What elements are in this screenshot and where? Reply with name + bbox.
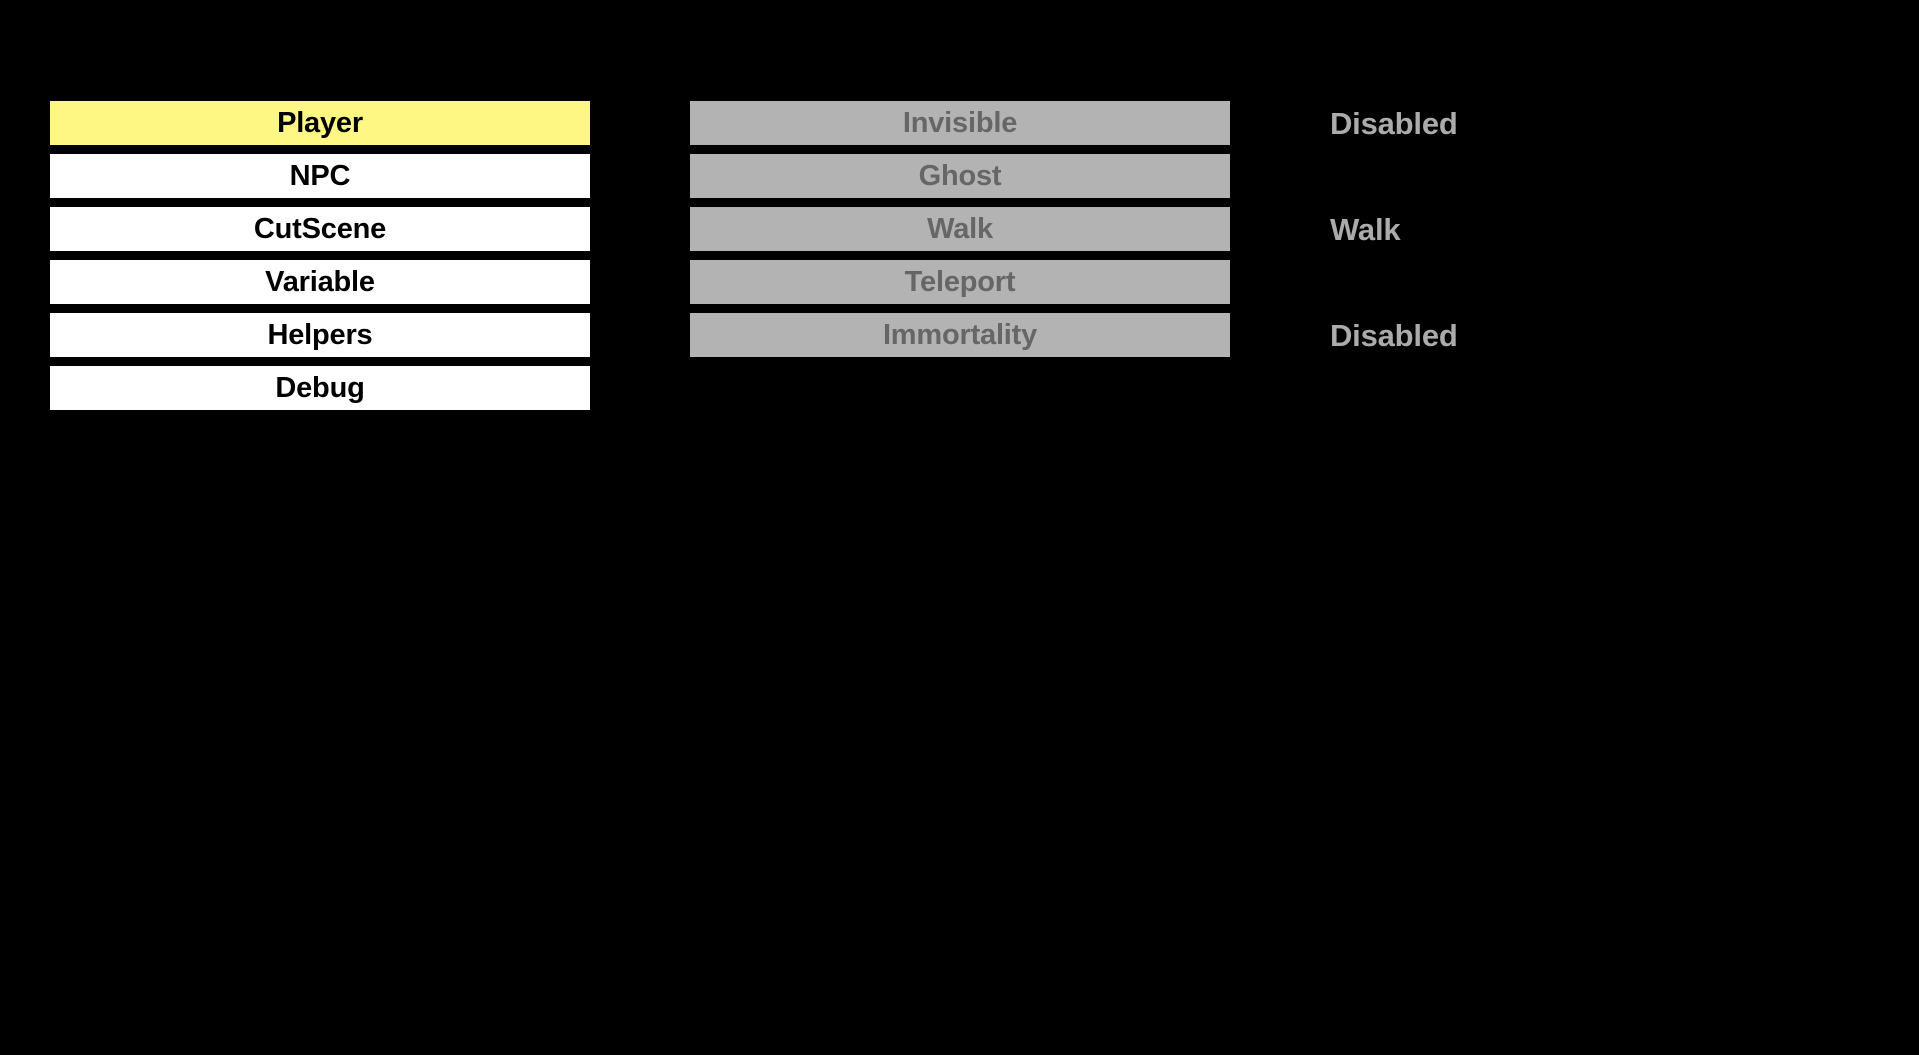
action-button-label: Teleport [904,265,1016,298]
action-button-label: Ghost [918,159,1002,192]
action-button-ghost[interactable]: Ghost [690,154,1230,198]
category-button-npc[interactable]: NPC [50,154,590,198]
action-button-teleport[interactable]: Teleport [690,260,1230,304]
action-button-label: Walk [927,212,993,245]
category-button-label: Variable [265,265,375,298]
status-value-walk: Walk [1330,211,1401,247]
status-value-invisible: Disabled [1330,105,1458,141]
action-column: Invisible Ghost Walk Teleport Immortalit… [690,101,1230,366]
action-button-label: Invisible [902,106,1018,139]
action-button-label: Immortality [882,318,1038,351]
action-button-invisible[interactable]: Invisible [690,101,1230,145]
status-column: Disabled Walk Disabled [1330,101,1890,366]
action-button-immortality[interactable]: Immortality [690,313,1230,357]
category-button-label: NPC [289,159,351,192]
category-button-label: CutScene [253,212,387,245]
status-row-ghost [1330,154,1890,198]
category-button-label: Player [277,106,363,139]
category-button-label: Helpers [267,318,373,351]
category-button-player[interactable]: Player [50,101,590,145]
category-column: Player NPC CutScene Variable Helpers Deb… [50,101,590,419]
category-button-debug[interactable]: Debug [50,366,590,410]
status-row-invisible: Disabled [1330,101,1890,145]
category-button-label: Debug [275,371,365,404]
status-row-walk: Walk [1330,207,1890,251]
status-row-teleport [1330,260,1890,304]
category-button-cutscene[interactable]: CutScene [50,207,590,251]
status-row-immortality: Disabled [1330,313,1890,357]
category-button-helpers[interactable]: Helpers [50,313,590,357]
status-value-immortality: Disabled [1330,317,1458,353]
action-button-walk[interactable]: Walk [690,207,1230,251]
category-button-variable[interactable]: Variable [50,260,590,304]
